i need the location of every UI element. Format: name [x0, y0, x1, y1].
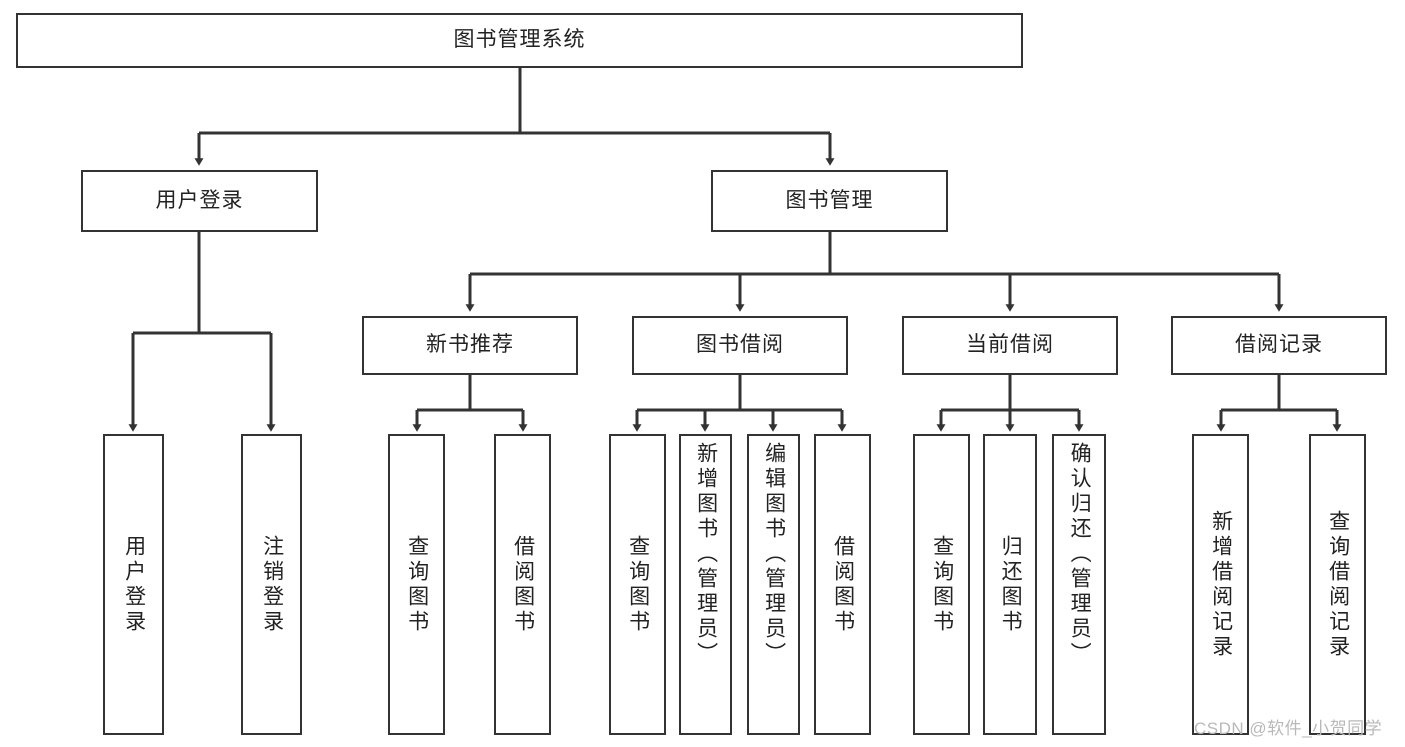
leaf-current-borrow-query[interactable]: 查询图书 — [913, 434, 970, 735]
node-book-borrow[interactable]: 图书借阅 — [632, 316, 848, 375]
leaf-new-book-borrow[interactable]: 借阅图书 — [494, 434, 551, 735]
leaf-book-borrow-edit[interactable]: 编辑图书（管理员） — [747, 434, 800, 735]
leaf-book-borrow-query[interactable]: 查询图书 — [609, 434, 666, 735]
leaf-current-borrow-confirm[interactable]: 确认归还（管理员） — [1052, 434, 1106, 735]
leaf-current-borrow-return[interactable]: 归还图书 — [983, 434, 1037, 735]
leaf-book-borrow-borrow[interactable]: 借阅图书 — [814, 434, 871, 735]
node-current-borrow[interactable]: 当前借阅 — [902, 316, 1118, 375]
leaf-borrow-record-query[interactable]: 查询借阅记录 — [1309, 434, 1366, 735]
node-new-book-recommend[interactable]: 新书推荐 — [362, 316, 578, 375]
node-user-login[interactable]: 用户登录 — [81, 170, 318, 232]
leaf-user-login-login[interactable]: 用户登录 — [103, 434, 164, 735]
leaf-new-book-query[interactable]: 查询图书 — [388, 434, 445, 735]
leaf-book-borrow-add[interactable]: 新增图书（管理员） — [679, 434, 732, 735]
node-book-management[interactable]: 图书管理 — [711, 170, 948, 232]
leaf-borrow-record-add[interactable]: 新增借阅记录 — [1192, 434, 1249, 735]
node-borrow-record[interactable]: 借阅记录 — [1171, 316, 1387, 375]
leaf-user-login-logout[interactable]: 注销登录 — [241, 434, 302, 735]
node-root-system[interactable]: 图书管理系统 — [16, 13, 1023, 68]
csdn-watermark: CSDN @软件_小贺同学 — [1194, 719, 1383, 738]
